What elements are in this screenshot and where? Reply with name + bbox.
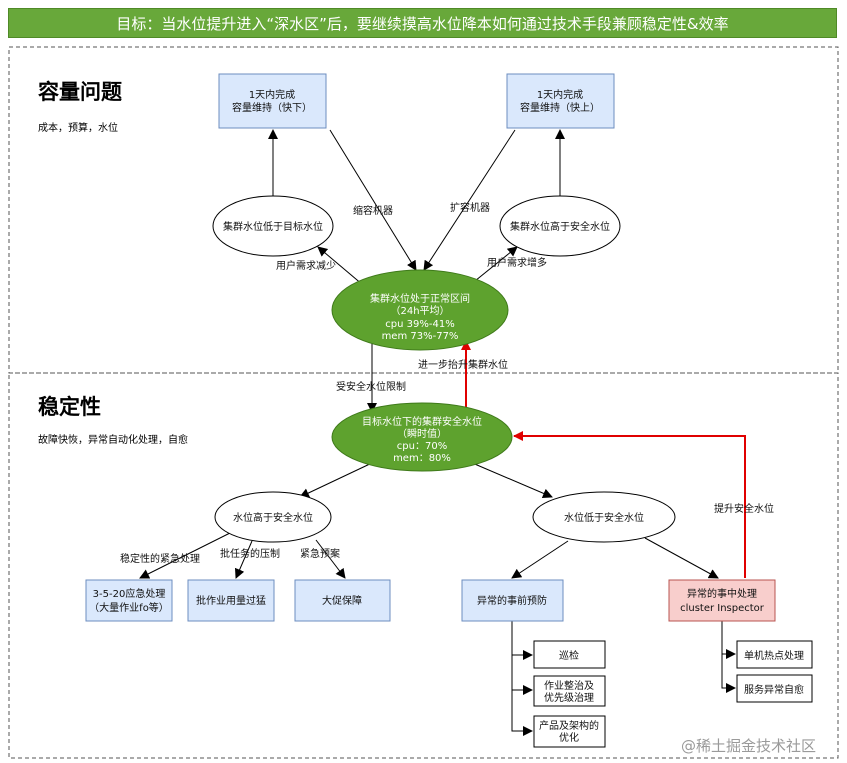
node-below-safe: 水位低于安全水位 bbox=[532, 491, 676, 543]
edge-above-safe-to-3520 bbox=[139, 531, 233, 579]
svg-text:cpu 39%-41%: cpu 39%-41% bbox=[385, 319, 454, 330]
svg-text:大促保障: 大促保障 bbox=[322, 594, 362, 607]
node-scale-up-box: 1天内完成 容量维持（快上） bbox=[506, 73, 615, 129]
svg-text:1天内完成: 1天内完成 bbox=[249, 88, 295, 101]
edge-prevention-to-job-governance bbox=[511, 655, 533, 695]
svg-text:水位高于安全水位: 水位高于安全水位 bbox=[233, 511, 313, 524]
svg-text:优先级治理: 优先级治理 bbox=[544, 691, 594, 704]
svg-text:容量维持（快下）: 容量维持（快下） bbox=[232, 101, 312, 114]
svg-text:产品及架构的: 产品及架构的 bbox=[539, 719, 599, 732]
node-service-heal: 服务异常自愈 bbox=[736, 674, 813, 703]
edge-label-raise-further: 进一步抬升集群水位 bbox=[418, 358, 508, 371]
edge-above-safe-to-batch bbox=[234, 540, 253, 579]
stability-section-title: 稳定性 bbox=[38, 395, 101, 419]
node-product-arch: 产品及架构的 优化 bbox=[533, 715, 606, 748]
svg-text:批作业用量过猛: 批作业用量过猛 bbox=[196, 594, 266, 607]
edge-prevention-to-product-arch bbox=[511, 690, 533, 736]
svg-text:1天内完成: 1天内完成 bbox=[537, 88, 583, 101]
edge-scale-down-to-normal bbox=[329, 129, 417, 271]
edge-label-emergency-handling: 稳定性的紧急处理 bbox=[120, 552, 200, 565]
node-normal-range: 集群水位处于正常区间 （24h平均） cpu 39%-41% mem 73%-7… bbox=[331, 269, 509, 351]
svg-text:单机热点处理: 单机热点处理 bbox=[744, 649, 804, 662]
edge-target-safe-to-below-safe bbox=[469, 461, 553, 499]
node-emergency-3520: 3-5-20应急处理 （大量作业fo等） bbox=[85, 579, 173, 622]
edge-prevention-to-inspection bbox=[511, 621, 533, 660]
svg-text:服务异常自愈: 服务异常自愈 bbox=[744, 683, 804, 696]
svg-text:集群水位低于目标水位: 集群水位低于目标水位 bbox=[223, 220, 323, 233]
svg-text:巡检: 巡检 bbox=[559, 649, 579, 662]
svg-text:cluster Inspector: cluster Inspector bbox=[680, 603, 765, 614]
svg-text:优化: 优化 bbox=[559, 731, 579, 744]
node-scale-down-box: 1天内完成 容量维持（快下） bbox=[218, 73, 327, 129]
edge-in-process-to-hotspot bbox=[721, 620, 736, 659]
edge-label-demand-increase: 用户需求增多 bbox=[487, 256, 547, 269]
svg-text:水位低于安全水位: 水位低于安全水位 bbox=[564, 511, 644, 524]
edge-label-batch-suppress: 批任务的压制 bbox=[220, 547, 280, 560]
node-above-safe-upper: 集群水位高于安全水位 bbox=[499, 195, 621, 257]
svg-text:集群水位高于安全水位: 集群水位高于安全水位 bbox=[510, 220, 610, 233]
edge-label-raise-safe: 提升安全水位 bbox=[714, 502, 774, 515]
node-promo: 大促保障 bbox=[294, 579, 391, 622]
node-below-target: 集群水位低于目标水位 bbox=[212, 195, 334, 257]
svg-text:（大量作业fo等）: （大量作业fo等） bbox=[89, 601, 169, 614]
edge-in-process-to-target-safe-red bbox=[513, 431, 746, 578]
edge-label-emergency-plan: 紧急预案 bbox=[300, 547, 340, 560]
capacity-section-title: 容量问题 bbox=[38, 80, 123, 104]
edge-label-safe-limit: 受安全水位限制 bbox=[336, 380, 406, 393]
node-batch-job: 批作业用量过猛 bbox=[187, 579, 275, 622]
edge-in-process-to-service-heal bbox=[721, 654, 736, 693]
svg-text:mem：80%: mem：80% bbox=[393, 453, 451, 464]
svg-text:异常的事前预防: 异常的事前预防 bbox=[477, 594, 547, 607]
svg-text:异常的事中处理: 异常的事中处理 bbox=[687, 587, 757, 600]
node-prevention: 异常的事前预防 bbox=[461, 579, 564, 622]
capacity-section-subtitle: 成本，预算，水位 bbox=[38, 121, 118, 134]
svg-text:作业整治及: 作业整治及 bbox=[544, 679, 594, 692]
svg-text:cpu：70%: cpu：70% bbox=[397, 441, 447, 452]
edge-label-demand-decrease: 用户需求减少 bbox=[276, 259, 336, 272]
title-banner: 目标：当水位提升进入“深水区”后，要继续摸高水位降本如何通过技术手段兼顾稳定性&… bbox=[8, 8, 837, 38]
edge-label-shrink-machines: 缩容机器 bbox=[353, 204, 393, 217]
svg-text:（24h平均）: （24h平均） bbox=[390, 305, 449, 317]
edge-target-safe-to-above-safe bbox=[299, 461, 375, 498]
svg-text:mem 73%-77%: mem 73%-77% bbox=[382, 331, 459, 342]
edge-normal-to-above-safe bbox=[469, 246, 518, 286]
node-target-safe: 目标水位下的集群安全水位 （瞬时值） cpu：70% mem：80% bbox=[331, 402, 513, 472]
node-hotspot: 单机热点处理 bbox=[736, 640, 813, 669]
stability-section-frame bbox=[8, 372, 839, 759]
node-above-safe: 水位高于安全水位 bbox=[214, 491, 332, 543]
svg-text:3-5-20应急处理: 3-5-20应急处理 bbox=[93, 587, 166, 600]
edge-normal-to-below-target bbox=[317, 246, 364, 286]
node-inspection: 巡检 bbox=[533, 640, 606, 669]
edge-label-expand-machines: 扩容机器 bbox=[450, 201, 490, 214]
stability-section-subtitle: 故障快恢，异常自动化处理，自愈 bbox=[38, 433, 188, 446]
svg-text:目标水位下的集群安全水位: 目标水位下的集群安全水位 bbox=[362, 415, 482, 428]
svg-text:集群水位处于正常区间: 集群水位处于正常区间 bbox=[370, 292, 470, 305]
edge-scale-up-to-normal bbox=[423, 129, 516, 271]
node-job-governance: 作业整治及 优先级治理 bbox=[533, 675, 606, 707]
edge-below-safe-to-prevention bbox=[511, 540, 569, 579]
svg-text:（瞬时值）: （瞬时值） bbox=[397, 427, 447, 440]
edge-above-safe-to-promo bbox=[315, 539, 346, 579]
watermark-text: @稀土掘金技术社区 bbox=[681, 737, 816, 755]
svg-text:容量维持（快上）: 容量维持（快上） bbox=[520, 101, 600, 114]
node-in-process: 异常的事中处理 cluster Inspector bbox=[668, 579, 776, 622]
edge-below-safe-to-in-process bbox=[644, 537, 719, 579]
